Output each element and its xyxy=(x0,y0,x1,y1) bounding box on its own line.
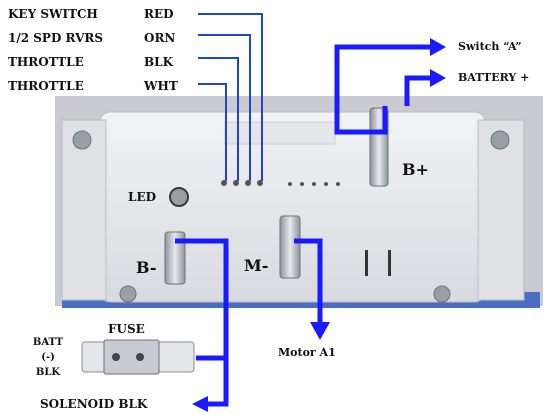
batt-line2: (-) xyxy=(41,352,55,363)
batt-line1: BATT xyxy=(32,337,64,348)
solenoid-label: SOLENOID BLK xyxy=(40,397,148,411)
batt-line3: BLK xyxy=(35,367,61,378)
led-indicator xyxy=(169,187,189,207)
logo-emboss xyxy=(224,121,336,145)
wire-function-label: KEY SWITCH xyxy=(8,7,98,21)
batt-neg-label: BATT (-) BLK xyxy=(28,335,68,380)
arrow-switch-a xyxy=(430,38,446,56)
screw xyxy=(433,285,451,303)
slot xyxy=(388,250,391,276)
battery-plus-label: BATTERY + xyxy=(458,71,530,84)
fuse-label: FUSE xyxy=(108,322,145,336)
wire-color-label: RED xyxy=(144,7,174,21)
b-minus-label: B- xyxy=(136,258,157,277)
arrow-solenoid xyxy=(192,396,208,412)
fuse-drawing xyxy=(81,339,195,375)
led-label: LED xyxy=(128,190,156,204)
wire-color-label: WHT xyxy=(144,79,178,93)
signal-wires xyxy=(198,13,263,181)
arrowheads xyxy=(192,38,446,412)
switch-a-label: Switch “A” xyxy=(458,40,522,53)
motor-label: Motor A1 xyxy=(278,346,336,359)
terminal-m-minus xyxy=(279,215,301,279)
power-wires xyxy=(175,44,432,407)
wire-function-label: 1/2 SPD RVRS xyxy=(8,31,104,45)
wire-function-label: THROTTLE xyxy=(8,79,84,93)
arrow-motor xyxy=(310,322,330,340)
wire-color-label: ORN xyxy=(144,31,176,45)
wire-color-label: BLK xyxy=(144,55,174,69)
terminal-b-minus xyxy=(164,231,186,285)
pin-header xyxy=(221,180,340,186)
right-flange xyxy=(477,119,525,301)
left-flange xyxy=(61,119,107,301)
slot xyxy=(365,250,368,276)
m-minus-label: M- xyxy=(244,256,269,275)
screw xyxy=(72,130,92,150)
screw xyxy=(490,130,510,150)
wire-function-label: THROTTLE xyxy=(8,55,84,69)
b-plus-label: B+ xyxy=(402,160,429,179)
screw xyxy=(119,285,137,303)
arrow-battery xyxy=(430,69,446,87)
